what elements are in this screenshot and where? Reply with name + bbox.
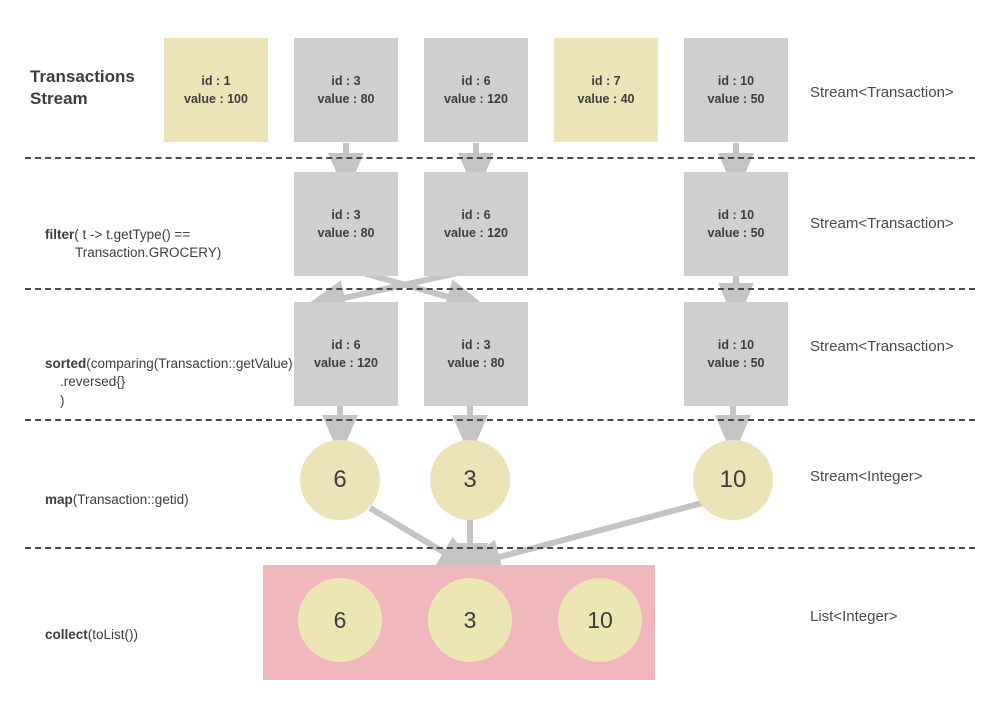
divider-filter-sorted [25, 288, 975, 290]
transaction-card: id : 1 value : 100 [164, 38, 268, 142]
operation-label-collect: collect(toList()) [30, 608, 295, 663]
arrow-filter-6-to-sorted-6 [303, 269, 463, 316]
transaction-card: id : 7 value : 40 [554, 38, 658, 142]
divider-source-filter [25, 157, 975, 159]
transaction-card: id : 3 value : 80 [294, 172, 398, 276]
id-bubble: 10 [558, 578, 642, 662]
arrow-map-10-to-collect [458, 499, 707, 575]
arrow-filter-3-to-sorted-3 [359, 269, 488, 315]
transaction-card: id : 6 value : 120 [424, 172, 528, 276]
operation-args-collect: (toList()) [87, 627, 139, 643]
operation-name-map: map [45, 492, 73, 508]
type-label-collect: List<Integer> [810, 608, 898, 625]
transaction-card: id : 3 value : 80 [424, 302, 528, 406]
arrow-map-6-to-collect [368, 505, 480, 574]
operation-args-sorted: (comparing(Transaction::getValue) .rever… [60, 356, 293, 408]
transaction-card: id : 6 value : 120 [294, 302, 398, 406]
operation-args-map: (Transaction::getid) [72, 492, 189, 508]
type-label-source: Stream<Transaction> [810, 84, 954, 101]
transaction-card: id : 10 value : 50 [684, 302, 788, 406]
id-bubble: 6 [300, 440, 380, 520]
id-bubble: 3 [428, 578, 512, 662]
divider-map-collect [25, 547, 975, 549]
type-label-sorted: Stream<Transaction> [810, 338, 954, 355]
id-bubble: 3 [430, 440, 510, 520]
operation-args-filter: ( t -> t.getType() == Transaction.GROCER… [74, 227, 222, 261]
id-bubble: 10 [693, 440, 773, 520]
transaction-card: id : 10 value : 50 [684, 38, 788, 142]
id-bubble: 6 [298, 578, 382, 662]
transaction-card: id : 10 value : 50 [684, 172, 788, 276]
operation-name-sorted: sorted [45, 356, 87, 372]
operation-name-filter: filter [45, 227, 75, 243]
type-label-filter: Stream<Transaction> [810, 215, 954, 232]
type-label-map: Stream<Integer> [810, 468, 923, 485]
operation-label-sorted: sorted(comparing(Transaction::getValue) … [30, 337, 295, 428]
operation-label-map: map(Transaction::getid) [30, 473, 295, 528]
operation-label-filter: filter( t -> t.getType() == Transaction.… [30, 208, 295, 281]
divider-sorted-map [25, 419, 975, 421]
page-title: Transactions Stream [30, 67, 135, 109]
operation-name-collect: collect [45, 627, 88, 643]
transaction-card: id : 3 value : 80 [294, 38, 398, 142]
transaction-card: id : 6 value : 120 [424, 38, 528, 142]
